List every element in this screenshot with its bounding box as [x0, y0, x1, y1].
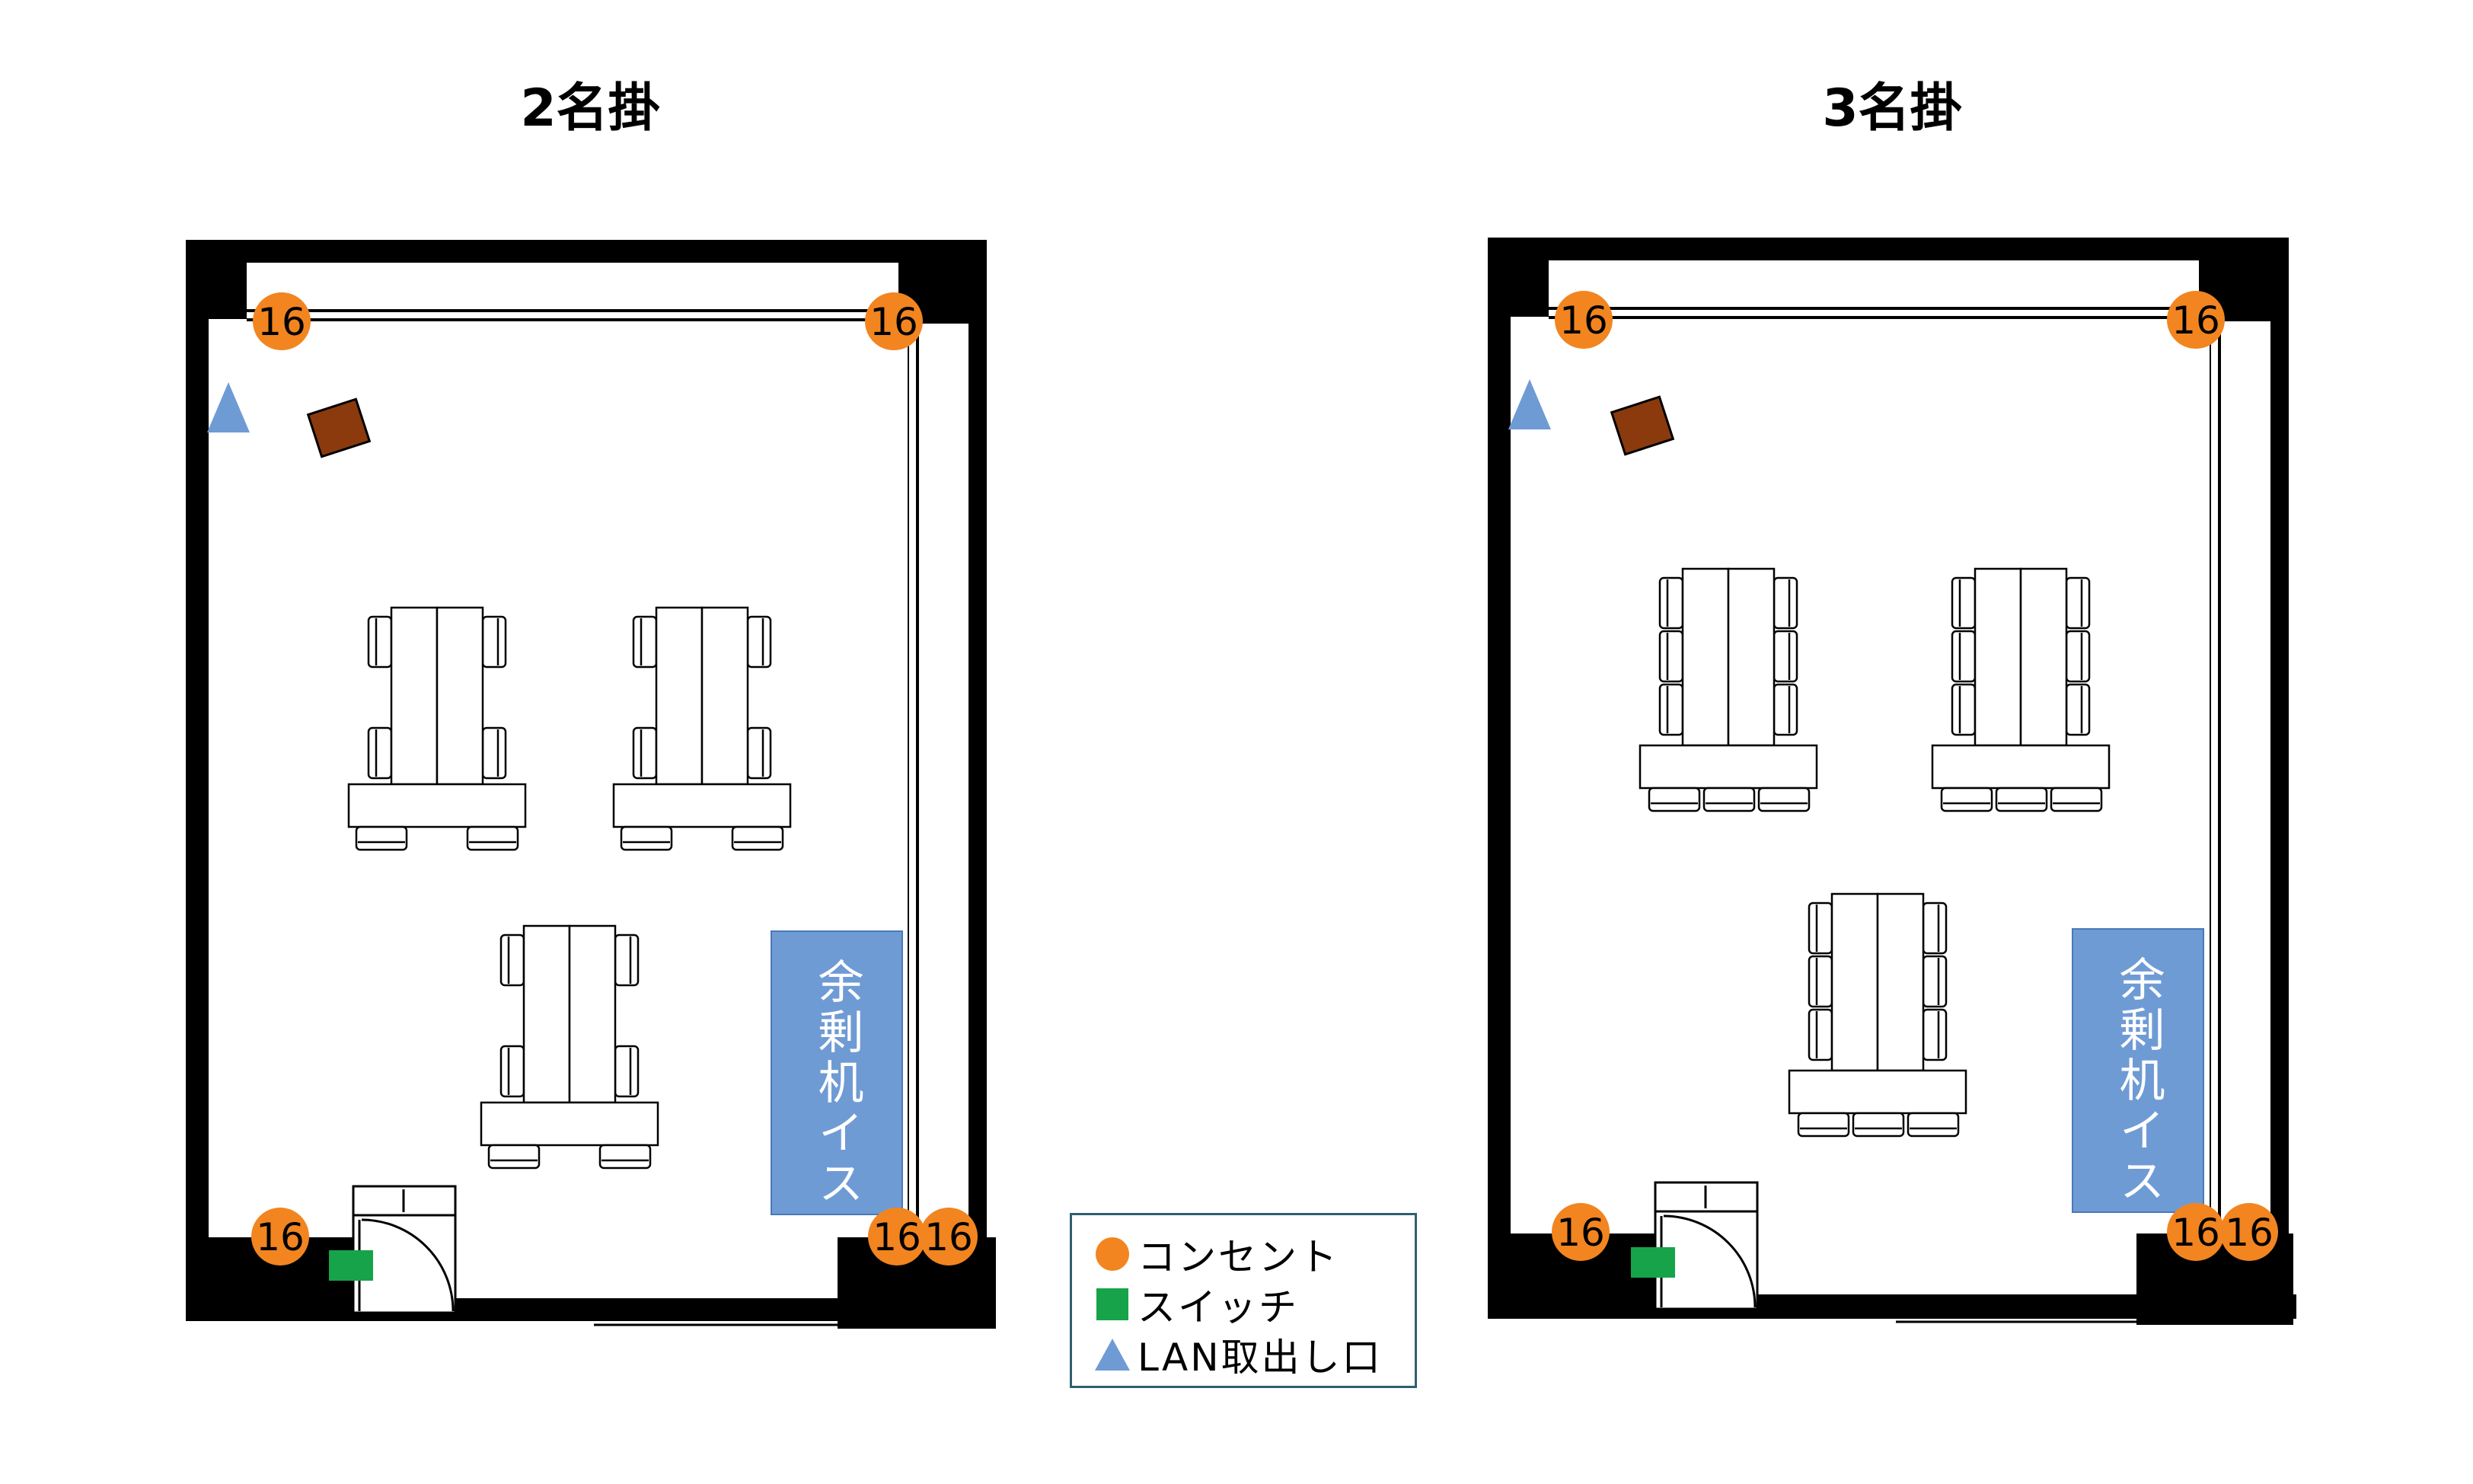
svg-text:16: 16 — [2171, 1211, 2220, 1255]
outlet-icon: 16 — [1552, 1203, 1610, 1261]
outlet-icon: 16 — [868, 1208, 926, 1265]
outlet-icon: 16 — [251, 1208, 309, 1265]
outlet-icon: 16 — [2220, 1203, 2278, 1261]
legend-label: コンセント — [1138, 1235, 1339, 1279]
outlet-icon: 16 — [2167, 1203, 2225, 1261]
legend-item-lan: LAN取出し口 — [1095, 1329, 1415, 1380]
outlet-icon: 16 — [920, 1208, 978, 1265]
svg-text:16: 16 — [2171, 298, 2220, 343]
svg-text:16: 16 — [1556, 1211, 1605, 1255]
lan-port-icon — [207, 382, 250, 432]
room-title: 3名掛 — [1822, 78, 1961, 139]
desk-group — [480, 924, 659, 1170]
room-1: 2名掛 — [186, 78, 996, 1329]
podium — [1610, 395, 1675, 456]
legend-item-switch: スイッチ — [1095, 1279, 1415, 1329]
spare-desk-area — [771, 930, 903, 1215]
lan-port-icon — [1508, 379, 1551, 429]
desk-group — [1931, 567, 2111, 812]
spare-desk-area — [2072, 928, 2204, 1213]
podium — [306, 397, 372, 458]
svg-text:16: 16 — [870, 300, 918, 344]
legend-label: スイッチ — [1138, 1285, 1299, 1329]
legend: コンセント スイッチ LAN取出し口 — [1070, 1213, 1417, 1388]
desk-group — [612, 606, 792, 851]
svg-text:16: 16 — [873, 1215, 921, 1259]
door — [352, 1185, 457, 1314]
svg-text:16: 16 — [2225, 1211, 2274, 1255]
orange-circle-icon — [1096, 1237, 1129, 1271]
svg-text:16: 16 — [256, 1215, 305, 1259]
room-2: 3名掛 余剰机イス — [1488, 78, 2296, 1325]
green-square-icon — [1096, 1288, 1128, 1320]
desk-group — [347, 606, 527, 851]
spare-desk-label: 余剰机イス — [2111, 956, 2165, 1207]
outlet-icon: 16 — [2167, 291, 2225, 349]
svg-text:16: 16 — [924, 1215, 973, 1259]
room-title: 2名掛 — [520, 78, 659, 139]
legend-label: LAN取出し口 — [1138, 1336, 1383, 1380]
outlet-icon: 16 — [865, 292, 923, 350]
legend-item-outlet: コンセント — [1095, 1229, 1415, 1279]
desk-group — [1639, 567, 1818, 812]
outlet-icon: 16 — [1555, 291, 1613, 349]
svg-text:16: 16 — [257, 300, 306, 344]
svg-text:16: 16 — [1559, 298, 1608, 343]
desk-group — [1788, 892, 1967, 1138]
light-switch-icon — [1631, 1247, 1675, 1278]
door — [1654, 1181, 1759, 1310]
outlet-icon: 16 — [253, 292, 311, 350]
light-switch-icon — [329, 1250, 373, 1281]
blue-triangle-icon — [1095, 1339, 1130, 1371]
spare-desk-label: 余剰机イス — [810, 958, 863, 1209]
